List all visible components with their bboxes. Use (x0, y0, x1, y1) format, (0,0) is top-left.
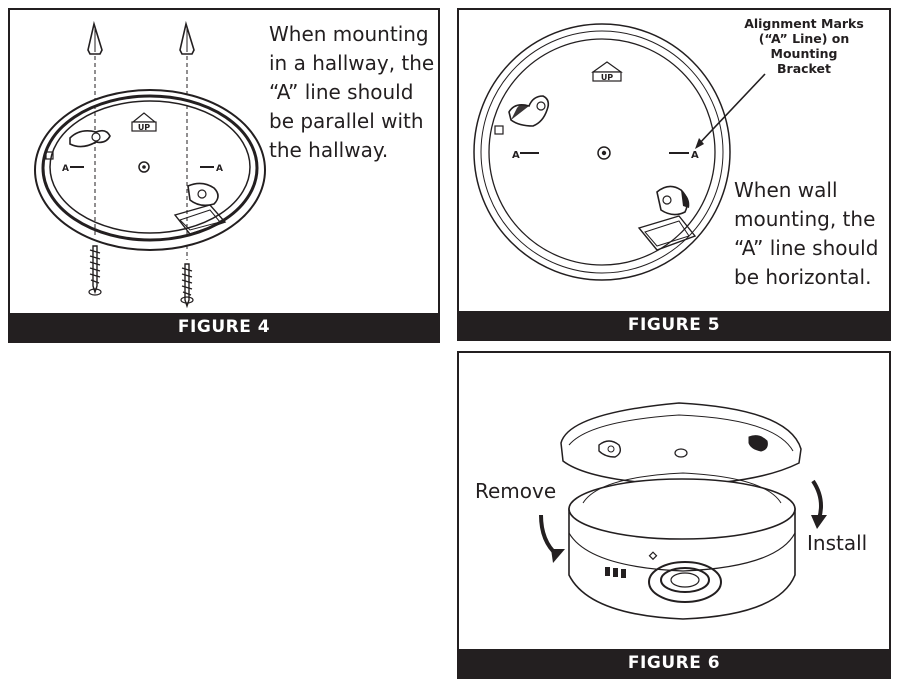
remove-arrow-icon (539, 514, 565, 563)
screw-icon (180, 263, 194, 309)
caption-line: “A” line should (734, 236, 879, 260)
figure-4-caption: When mounting in a hallway, the “A” line… (269, 20, 437, 165)
a-line-mark-left: A (512, 150, 520, 161)
caption-line: be horizontal. (734, 265, 872, 289)
a-line-mark-right: A (691, 150, 699, 161)
callout-line: Alignment Marks (744, 16, 864, 31)
figure-4-panel: UP A A When mounting in a hallway, the “… (8, 8, 440, 343)
keyhole-slot-icon (508, 95, 550, 127)
a-line-mark-right: A (216, 164, 223, 174)
wall-anchor-icon (87, 20, 103, 55)
install-arrow-icon (811, 479, 827, 529)
figure-6-label: FIGURE 6 (459, 649, 889, 677)
test-button-icon (648, 561, 722, 603)
up-arrow-icon: UP (591, 61, 623, 82)
figure-5-label: FIGURE 5 (459, 311, 889, 339)
caption-line: When mounting (269, 22, 429, 46)
caption-line: “A” line should (269, 80, 414, 104)
wall-anchor-icon (179, 20, 195, 55)
a-line-mark-left: A (62, 164, 69, 174)
keyhole-slot-icon (173, 182, 227, 235)
remove-label: Remove (475, 479, 557, 503)
figure-6-panel: Remove Install FIGURE 6 (457, 351, 891, 679)
caption-line: When wall (734, 178, 838, 202)
bracket-up-label: UP (138, 123, 150, 132)
bracket-up-label: UP (601, 73, 613, 82)
smoke-alarm-attach-illustration (539, 402, 827, 620)
center-screw-icon (597, 146, 611, 160)
caption-line: the hallway. (269, 138, 389, 162)
install-label: Install (807, 531, 868, 555)
keyhole-slot-icon (598, 440, 622, 458)
keyhole-slot-icon (748, 435, 768, 452)
figure-5-panel: UP A A Alignment Marks (457, 8, 891, 341)
caption-line: be parallel with (269, 109, 424, 133)
vent-icon (605, 567, 626, 578)
alignment-marks-callout: Alignment Marks (“A” Line) on Mounting B… (729, 16, 879, 76)
callout-line: (“A” Line) on (758, 31, 850, 46)
keyhole-slot-icon (637, 185, 697, 251)
caption-line: in a hallway, the (269, 51, 435, 75)
callout-line: Bracket (777, 61, 831, 76)
screw-icon (88, 245, 102, 296)
center-screw-icon (138, 161, 150, 173)
keyhole-slot-icon (69, 129, 111, 148)
mounting-bracket-top-view-illustration: UP A A (473, 23, 766, 281)
up-arrow-icon: UP (131, 112, 157, 132)
caption-line: mounting, the (734, 207, 876, 231)
mounting-bracket-with-anchors-illustration: UP A A (34, 20, 266, 309)
figure-4-label: FIGURE 4 (10, 313, 438, 341)
callout-line: Mounting (770, 46, 838, 61)
figure-5-caption: When wall mounting, the “A” line should … (734, 176, 889, 292)
